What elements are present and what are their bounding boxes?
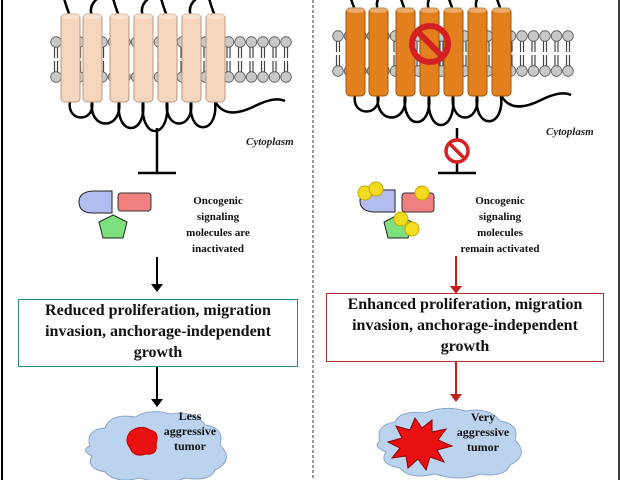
left-arrow-2-head — [151, 399, 163, 407]
lipid-head — [550, 65, 563, 77]
phosphate — [404, 221, 420, 237]
right-tumor-label: Very aggressive tumor — [456, 410, 510, 454]
transmembrane-helix — [109, 13, 130, 103]
left-arrow-1 — [151, 257, 163, 292]
transmembrane-helix — [60, 13, 81, 103]
intracellular-loop — [403, 94, 431, 124]
right-tumor-cloud — [376, 407, 522, 479]
right-signal-text: Oncogenic signaling molecules remain act… — [460, 195, 540, 255]
right-membrane — [332, 0, 574, 127]
left-tumor-cloud — [85, 411, 227, 480]
intracellular-loop — [68, 100, 94, 119]
right-inhibition-blocked — [438, 128, 476, 175]
intracellular-loop — [189, 100, 217, 129]
transmembrane-helix — [181, 13, 202, 103]
lipid-head — [50, 71, 62, 83]
intracellular-loop — [451, 94, 479, 119]
transmembrane-helix — [133, 13, 154, 103]
left-cytoplasm-label: Cytoplasm — [246, 136, 294, 148]
right-outcome-box: Enhanced proliferation, migration invasi… — [326, 293, 604, 362]
left-outcome-box: Reduced proliferation, migration invasio… — [18, 299, 298, 367]
molecule-pentagon — [98, 214, 128, 239]
lipid-head — [562, 65, 574, 77]
transmembrane-helix — [157, 13, 178, 103]
intracellular-loop — [353, 94, 380, 113]
phosphate — [368, 181, 384, 197]
transmembrane-helix — [205, 13, 226, 103]
intracellular-loop — [165, 100, 193, 125]
lipid-head — [268, 71, 281, 83]
c-terminal-tail — [499, 92, 572, 108]
right-arrow-2-head — [450, 394, 462, 402]
lipid-head — [257, 71, 269, 83]
phosphate — [414, 185, 430, 201]
lipid-head — [527, 30, 540, 42]
intracellular-loop — [117, 100, 145, 130]
lipid-head — [539, 65, 551, 77]
transmembrane-helix — [368, 7, 389, 97]
lipid-head — [539, 30, 551, 42]
lipid-head — [280, 71, 292, 83]
lipid-head — [245, 71, 258, 83]
lipid-head — [332, 65, 344, 77]
lipid-head — [516, 30, 528, 42]
left-signaling-molecules — [78, 190, 152, 239]
molecule-rect — [117, 192, 152, 212]
lipid-head — [332, 30, 344, 42]
intracellular-loop — [376, 94, 407, 119]
intracellular-loop — [475, 94, 503, 123]
lipid-head — [257, 36, 269, 48]
transmembrane-helix — [82, 13, 103, 103]
intracellular-loop — [90, 100, 121, 125]
lipid-head — [268, 36, 281, 48]
large-tumor-starburst — [386, 416, 454, 472]
intracellular-loop — [141, 100, 169, 133]
lipid-head — [527, 65, 540, 77]
left-tumor-label: Less aggressive tumor — [163, 409, 217, 453]
lipid-head — [234, 36, 246, 48]
lipid-head — [245, 36, 258, 48]
left-inhibition-symbol — [138, 128, 176, 175]
molecule-drop — [78, 190, 113, 214]
lipid-head — [234, 71, 246, 83]
lipid-head — [50, 36, 62, 48]
left-signal-text: Oncogenic signaling molecules are inacti… — [186, 195, 250, 255]
c-terminal-tail — [213, 98, 286, 114]
right-arrow-1-head — [450, 286, 462, 294]
right-cytoplasm-label: Cytoplasm — [546, 126, 594, 138]
intracellular-loop — [427, 94, 455, 127]
small-tumor — [126, 426, 158, 456]
lipid-head — [280, 36, 292, 48]
transmembrane-helix — [491, 7, 512, 97]
lipid-head — [562, 30, 574, 42]
prohibit-icon — [409, 23, 451, 65]
right-signaling-molecules — [357, 181, 435, 239]
transmembrane-helix — [467, 7, 488, 97]
lipid-head — [516, 65, 528, 77]
lipid-head — [550, 30, 563, 42]
phosphate — [393, 211, 409, 227]
transmembrane-helix — [345, 7, 366, 97]
left-membrane — [50, 0, 292, 133]
